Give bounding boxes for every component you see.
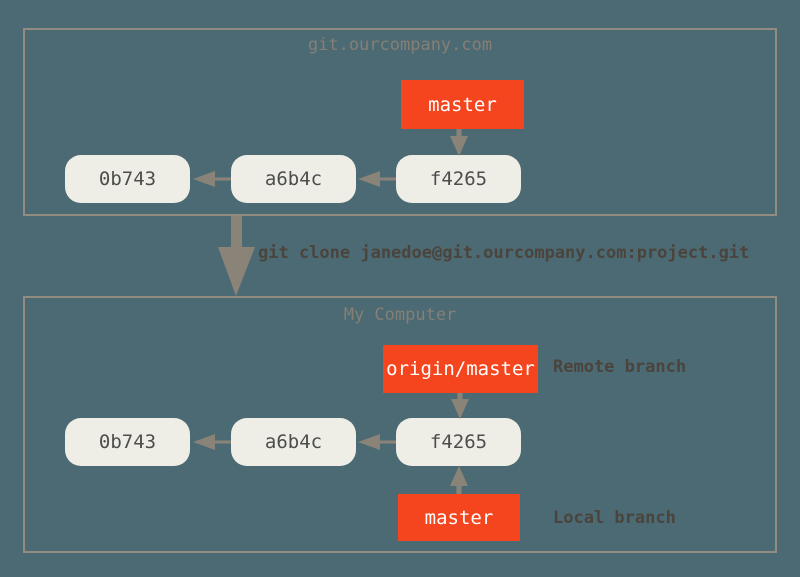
commit-node: f4265 (396, 155, 521, 203)
local-master-branch-box: master (398, 494, 520, 541)
commit-node: a6b4c (231, 418, 356, 466)
remote-panel-title: git.ourcompany.com (307, 35, 493, 55)
local-panel-title: My Computer (343, 305, 457, 325)
remote-server-panel (23, 28, 777, 216)
commit-node: f4265 (396, 418, 521, 466)
commit-node: 0b743 (65, 155, 190, 203)
local-branch-annotation: Local branch (553, 508, 676, 528)
origin-master-branch-box: origin/master (383, 345, 538, 393)
git-clone-command-text: git clone janedoe@git.ourcompany.com:pro… (258, 243, 750, 263)
local-computer-panel (23, 296, 777, 553)
remote-branch-annotation: Remote branch (553, 357, 687, 377)
commit-node: 0b743 (65, 418, 190, 466)
remote-master-branch-box: master (401, 80, 524, 129)
commit-node: a6b4c (231, 155, 356, 203)
clone-flow-arrow-icon (218, 216, 255, 296)
